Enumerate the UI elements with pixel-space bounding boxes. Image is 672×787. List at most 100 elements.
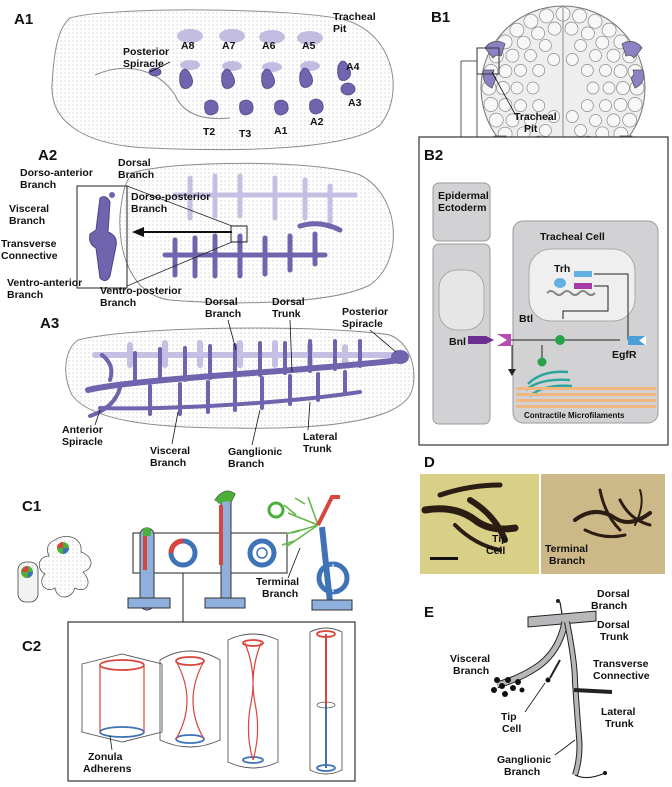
a1-label-A2: A2 <box>310 116 324 128</box>
b2-arrow-btl <box>562 285 609 319</box>
a2-inset-box <box>76 185 128 289</box>
a3-dorsal-branch-line2: Branch <box>205 308 241 320</box>
c2-pointer <box>109 735 113 751</box>
panel-a2: A2 Dorsal Branch Dorso-anterior Branch D… <box>1 147 394 309</box>
e-visceral-outline <box>496 621 569 689</box>
a1-label-A4: A4 <box>346 61 360 73</box>
c2-cell-3 <box>227 633 279 769</box>
e-tip-cell-shape <box>549 659 561 679</box>
e-dorsal-trunk-shape <box>527 610 597 628</box>
b2-epidermal-line2: Ectoderm <box>438 202 486 214</box>
a1-light-pits <box>177 29 323 72</box>
b2-egfr-notch <box>639 335 647 346</box>
b1-cell <box>523 13 539 29</box>
b1-cell <box>581 26 595 41</box>
panel-label-a1: A1 <box>14 11 33 28</box>
e-tip-end <box>545 677 551 683</box>
e-ganglionic-line1: Ganglionic <box>497 754 551 766</box>
b1-tracheal-pit-line1: Tracheal <box>514 111 557 123</box>
c2-junction-3 <box>242 639 264 764</box>
b1-cell <box>514 64 527 77</box>
a2-source-box <box>230 225 248 243</box>
b1-cell <box>565 110 579 123</box>
b1-cell <box>601 22 617 38</box>
b1-cell <box>505 113 520 128</box>
c1-placode-blue <box>28 572 34 578</box>
b1-cell <box>564 21 579 36</box>
a3-visceral-line2: Branch <box>150 457 186 469</box>
a3-lateral-trunk-line2: Trunk <box>303 443 332 455</box>
b2-epidermal-nucleus <box>438 269 485 331</box>
b1-cell <box>606 113 621 128</box>
a3-pointer-dorsal-trunk <box>289 319 293 373</box>
a1-label-A5: A5 <box>302 40 316 52</box>
b2-trh-protein <box>554 278 566 288</box>
b2-bnl-ligand <box>468 336 486 344</box>
b1-cell <box>532 99 546 112</box>
a3-posterior-spiracle-line2: Spiracle <box>342 318 383 330</box>
a1-fold-line <box>94 67 231 120</box>
c1-ring-3 <box>316 561 350 595</box>
b1-cell <box>524 49 537 62</box>
a3-pointer-dorsal-branch <box>227 319 237 351</box>
a3-dorsal-trunk-line2: Trunk <box>272 308 301 320</box>
c1-tube-2 <box>204 490 246 609</box>
e-dorsal-trunk-line2: Trunk <box>600 631 629 643</box>
b1-cell <box>595 35 610 50</box>
b2-dna <box>546 290 596 296</box>
b2-egfr-receptor <box>628 336 646 345</box>
d-terminal-branch-image <box>573 488 652 539</box>
c2-cell-2 <box>159 650 221 748</box>
a3-anterior-spiracle-line1: Anterior <box>62 424 103 436</box>
a3-branches <box>88 339 362 418</box>
a3-posterior-spiracle-shape <box>391 350 409 364</box>
c2-frame <box>67 621 356 782</box>
panel-label-a3: A3 <box>40 315 59 332</box>
panel-label-b1: B1 <box>431 9 450 26</box>
a3-ganglionic-line1: Ganglionic <box>228 446 282 458</box>
b2-gene-egfr <box>574 271 592 277</box>
b1-cell <box>616 81 630 95</box>
b1-cell <box>606 48 621 63</box>
b1-cell <box>574 124 587 137</box>
b1-cell <box>599 99 612 112</box>
a2-dorso-anterior-line1: Dorso-anterior <box>20 167 93 179</box>
b1-cell <box>622 112 638 128</box>
e-visceral-line2: Branch <box>453 665 489 677</box>
b2-trh-label: Trh <box>554 263 570 275</box>
b2-btl-label: Btl <box>519 313 533 325</box>
a3-dorsal-trunk-line1: Dorsal <box>272 296 305 308</box>
c2-junction-1 <box>99 659 145 738</box>
a3-pointer-lateral <box>307 401 311 431</box>
b2-bnl-label: Bnl <box>449 336 466 348</box>
a1-label-A8: A8 <box>181 40 195 52</box>
e-ganglionic-shape <box>565 621 582 776</box>
b2-tracheal-cell-label: Tracheal Cell <box>540 231 605 243</box>
panel-e: E Dorsal Branch Dorsal Trunk Visceral Br… <box>424 588 650 779</box>
e-dorsal-tip <box>556 599 560 603</box>
panel-label-c1: C1 <box>22 498 41 515</box>
a2-light-branches <box>172 173 358 225</box>
e-lateral-line1: Lateral <box>601 706 636 718</box>
panel-label-a2: A2 <box>38 147 57 164</box>
a2-embryo-outline <box>119 162 394 304</box>
a3-visceral-line1: Visceral <box>150 445 190 457</box>
a1-label-A3: A3 <box>348 97 362 109</box>
a3-anterior-spiracle-line2: Spiracle <box>62 436 103 448</box>
d-terminal-line1: Terminal <box>545 543 588 555</box>
b2-epidermal-cell-top <box>432 182 491 242</box>
b1-cell <box>574 39 587 52</box>
a1-tracheal-label-line1: Tracheal <box>333 11 376 23</box>
b1-cell <box>587 13 603 29</box>
b1-cell <box>589 114 602 127</box>
b1-cell <box>547 21 562 36</box>
b1-cell <box>627 97 643 112</box>
e-ganglionic-pointer <box>554 739 576 756</box>
a1-label-A6: A6 <box>262 40 276 52</box>
b2-gene-btl <box>574 283 592 289</box>
a3-pointer-visceral <box>171 411 179 445</box>
d-scale-bar <box>430 557 458 560</box>
b1-cell <box>565 53 579 66</box>
panel-c2: C2 <box>22 621 356 782</box>
c1-tube-1 <box>127 527 171 611</box>
